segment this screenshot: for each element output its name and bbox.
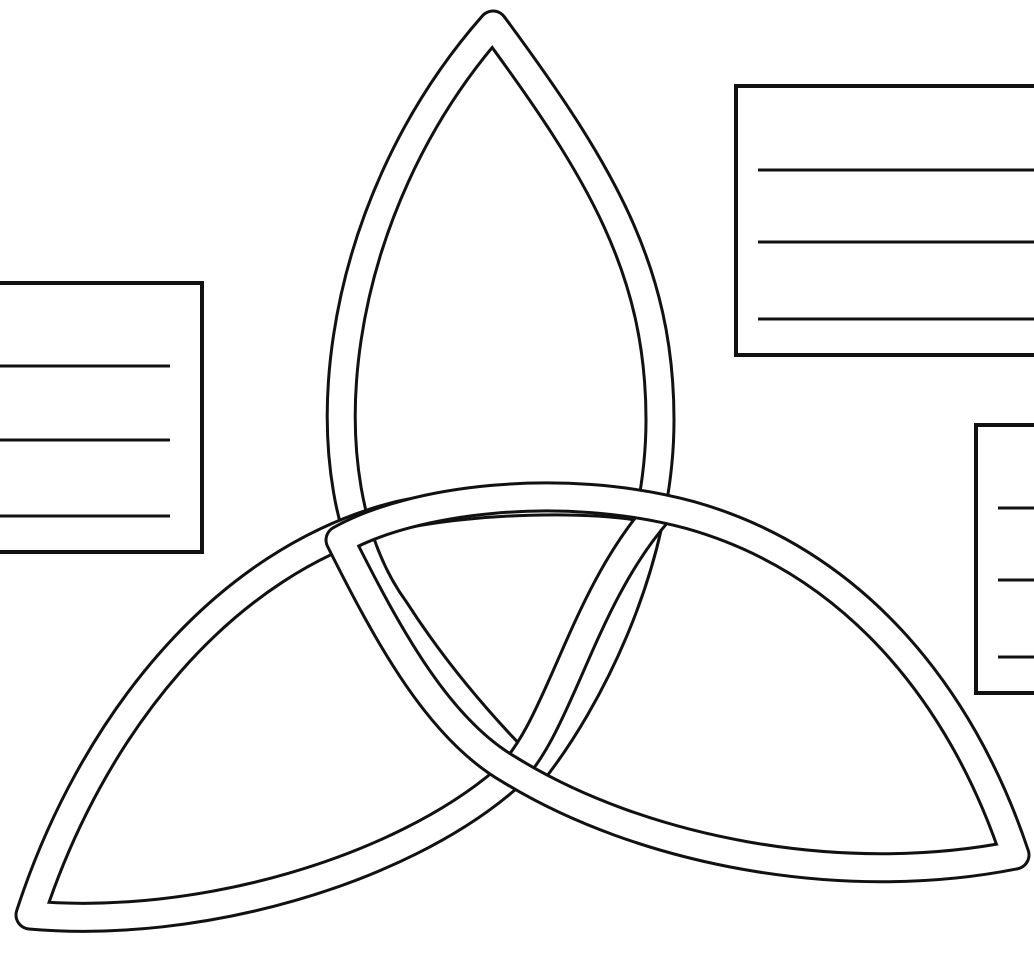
knot-loop-top (341, 25, 660, 775)
top-right-answer-box[interactable] (736, 86, 1034, 355)
bottom-right-answer-box[interactable] (976, 425, 1034, 693)
left-answer-box[interactable] (0, 283, 202, 552)
